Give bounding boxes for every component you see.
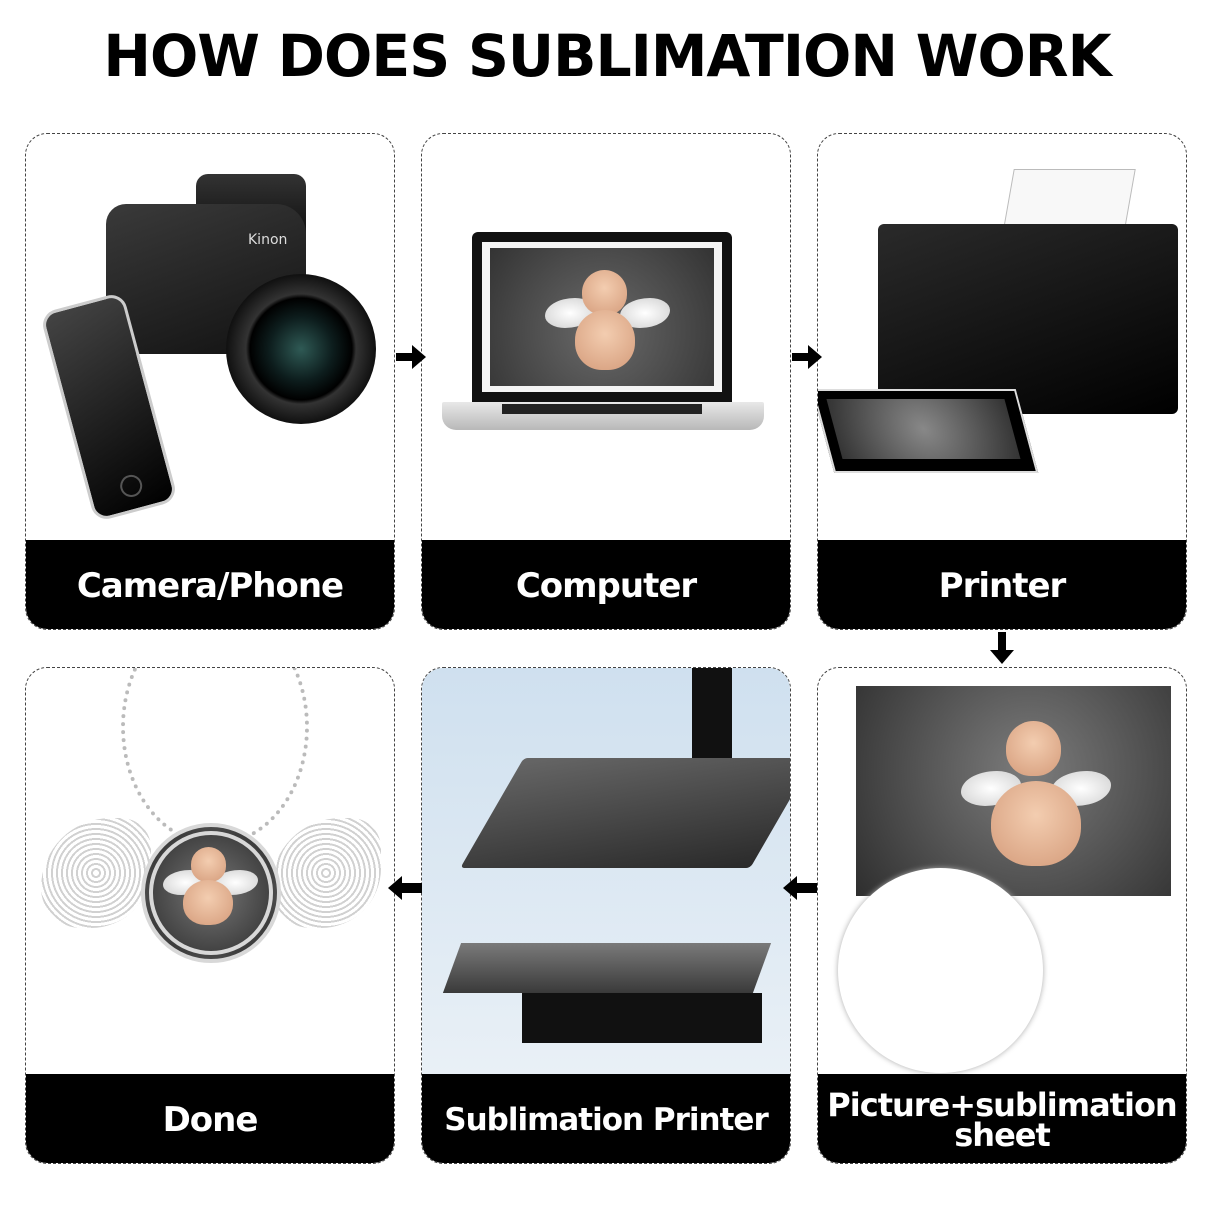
camera-phone-image: Kinon: [26, 134, 394, 540]
arrow-left-icon: [388, 876, 422, 900]
arrow-right-icon: [792, 345, 822, 369]
baby-photo: [856, 686, 1171, 896]
heat-press-icon: [442, 943, 772, 993]
step-label: Computer: [422, 540, 790, 629]
step-card-computer: Computer: [421, 133, 791, 630]
laptop-image: [422, 134, 790, 540]
necklace-image: [26, 668, 394, 1074]
heat-press-arm: [692, 668, 732, 768]
step-card-camera-phone: Kinon Camera/Phone: [25, 133, 395, 630]
printer-image: [818, 134, 1186, 540]
arrow-right-icon: [396, 345, 426, 369]
pendant-icon: [141, 823, 281, 963]
sublimation-sheet-icon: [838, 868, 1043, 1073]
arrow-down-icon: [990, 632, 1014, 664]
step-card-printer: Printer: [817, 133, 1187, 630]
page-title: HOW DOES SUBLIMATION WORK: [103, 22, 1111, 90]
step-label: Printer: [818, 540, 1186, 629]
step-card-sublimation-printer: Sublimation Printer: [421, 667, 791, 1164]
right-wing: [271, 818, 381, 928]
printed-photo: [818, 389, 1039, 473]
step-label: Camera/Phone: [26, 540, 394, 629]
laptop-icon: [472, 232, 732, 402]
camera-brand-text: Kinon: [248, 232, 288, 248]
left-wing: [41, 818, 151, 928]
heat-press-image: [422, 668, 790, 1074]
step-label: Sublimation Printer: [422, 1074, 790, 1163]
picture-sheet-image: [818, 668, 1186, 1074]
camera-lens: [226, 274, 376, 424]
necklace-chain: [121, 668, 309, 846]
arrow-left-icon: [783, 876, 817, 900]
step-card-done: Done: [25, 667, 395, 1164]
step-label-line1: Picture+sublimation: [827, 1085, 1177, 1124]
step-label: Done: [26, 1074, 394, 1163]
printer-icon: [878, 224, 1178, 414]
laptop-keyboard: [502, 404, 702, 414]
step-label-line2: sheet: [954, 1115, 1051, 1154]
heat-press-stand: [522, 993, 762, 1043]
